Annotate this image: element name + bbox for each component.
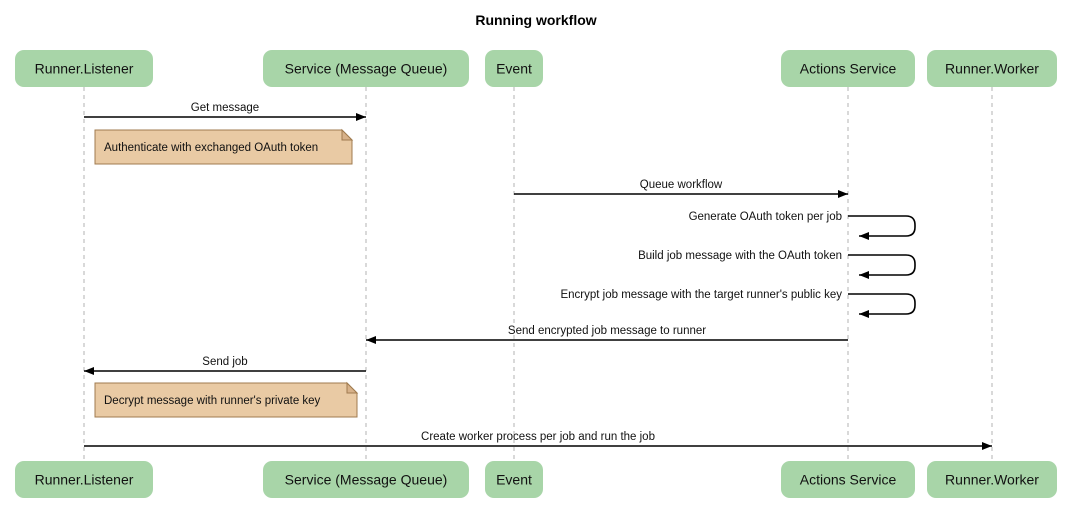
participants-top-layer: Runner.Listener Service (Message Queue) Ev… <box>15 50 1057 87</box>
message-label: Send encrypted job message to runner <box>508 325 706 337</box>
participant-label: Runner.Worker <box>945 61 1039 77</box>
participant-runner-listener-bottom[interactable]: Runner.Listener <box>15 461 153 498</box>
participant-event-top[interactable]: Event <box>485 50 543 87</box>
self-message-path <box>848 254 916 279</box>
participant-label: Actions Service <box>800 61 897 77</box>
participant-box <box>263 461 469 498</box>
note-body <box>94 129 353 165</box>
self-message-path <box>848 215 916 240</box>
participant-box <box>263 50 469 87</box>
participant-label: Runner.Worker <box>945 472 1039 488</box>
message-send-job[interactable]: Send job <box>84 356 366 375</box>
message-label: Queue workflow <box>640 179 723 191</box>
message-label: Send job <box>202 356 247 368</box>
note-label: Authenticate with exchanged OAuth token <box>104 142 318 154</box>
message-generate-oauth-token-per-job[interactable]: Generate OAuth token per job <box>689 211 916 240</box>
note-fold-corner-icon <box>346 381 359 394</box>
message-send-encrypted-job-message-to-runner[interactable]: Send encrypted job message to runner <box>366 325 848 344</box>
participant-box <box>927 461 1057 498</box>
participant-box <box>927 50 1057 87</box>
participant-actions-service-top[interactable]: Actions Service <box>781 50 915 87</box>
participant-runner-worker-bottom[interactable]: Runner.Worker <box>927 461 1057 498</box>
message-label: Get message <box>191 102 259 114</box>
participant-box <box>485 461 543 498</box>
message-build-job-message-with-the-oauth-token[interactable]: Build job message with the OAuth token <box>638 250 916 279</box>
participant-box <box>15 461 153 498</box>
page-title: Running workflow <box>475 12 596 28</box>
participant-box <box>781 50 915 87</box>
participant-label: Event <box>496 61 532 77</box>
message-label: Generate OAuth token per job <box>689 211 842 223</box>
note-authenticate-note: Authenticate with exchanged OAuth token <box>94 128 354 165</box>
message-create-worker-process-per-job-and-run-the-job[interactable]: Create worker process per job and run th… <box>84 431 992 450</box>
participant-label: Service (Message Queue) <box>285 472 448 488</box>
participant-runner-listener-top[interactable]: Runner.Listener <box>15 50 153 87</box>
participant-label: Runner.Listener <box>35 61 134 77</box>
participant-box <box>485 50 543 87</box>
participant-box <box>15 50 153 87</box>
notes-layer: Authenticate with exchanged OAuth tokenD… <box>94 128 359 418</box>
participant-service-message-queue-top[interactable]: Service (Message Queue) <box>263 50 469 87</box>
message-label: Create worker process per job and run th… <box>421 431 655 443</box>
participant-service-message-queue-bottom[interactable]: Service (Message Queue) <box>263 461 469 498</box>
note-decrypt-note: Decrypt message with runner's private ke… <box>94 381 359 418</box>
participant-label: Runner.Listener <box>35 472 134 488</box>
message-label: Build job message with the OAuth token <box>638 250 842 262</box>
participant-label: Event <box>496 472 532 488</box>
message-encrypt-job-message-with-the-target-runners-public-key[interactable]: Encrypt job message with the target runn… <box>560 289 916 318</box>
participant-label: Service (Message Queue) <box>285 61 448 77</box>
note-fold-corner-icon <box>341 128 354 141</box>
participants-bottom-layer: Runner.Listener Service (Message Queue) Ev… <box>15 461 1057 498</box>
note-body <box>94 382 358 418</box>
participant-runner-worker-top[interactable]: Runner.Worker <box>927 50 1057 87</box>
note-label: Decrypt message with runner's private ke… <box>104 395 321 407</box>
self-message-path <box>848 293 916 318</box>
message-label: Encrypt job message with the target runn… <box>560 289 842 301</box>
participant-event-bottom[interactable]: Event <box>485 461 543 498</box>
message-get-message[interactable]: Get message <box>84 102 366 121</box>
message-queue-workflow[interactable]: Queue workflow <box>514 179 848 198</box>
participant-box <box>781 461 915 498</box>
participant-actions-service-bottom[interactable]: Actions Service <box>781 461 915 498</box>
participant-label: Actions Service <box>800 472 897 488</box>
lifelines-layer <box>83 87 993 461</box>
